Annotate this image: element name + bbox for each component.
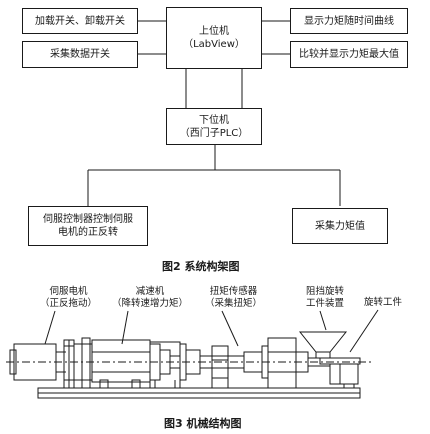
host-computer-box: 上位机 （LabView）: [166, 7, 262, 69]
torque-collect-label: 采集力矩值: [315, 220, 365, 232]
fig3-caption: 图3 机械结构图: [164, 417, 242, 430]
load-unload-switch-box: 加载开关、卸载开关: [22, 8, 138, 34]
reducer-label: 减速机 （降转速增力矩）: [112, 286, 188, 310]
torque-sensor-label: 扭矩传感器 （采集扭矩）: [205, 286, 262, 310]
load-unload-switch-label: 加载开关、卸载开关: [35, 15, 125, 27]
workpiece-leader-line: [349, 309, 379, 353]
servo-leader-line: [44, 310, 56, 345]
reducer-leader-line: [121, 310, 129, 345]
servo-controller-line2: 电机的正反转: [58, 227, 118, 238]
stopper-line1: 阻挡旋转: [306, 286, 345, 297]
max-torque-box: 比较并显示力矩最大值: [290, 41, 408, 68]
host-computer-subtitle: （LabView）: [183, 39, 245, 50]
servo-controller-line1: 伺服控制器控制伺服: [43, 214, 133, 225]
plc-title: 下位机: [199, 114, 229, 126]
torque-collect-box: 采集力矩值: [292, 208, 388, 244]
servo-motor-label: 伺服电机 （正反拖动）: [40, 286, 97, 310]
collect-data-switch-label: 采集数据开关: [50, 49, 110, 60]
hopper-stopper: [298, 331, 348, 353]
servo-motor-line1: 伺服电机: [49, 286, 88, 297]
collect-data-switch-box: 采集数据开关: [22, 41, 138, 68]
max-torque-label: 比较并显示力矩最大值: [299, 49, 399, 60]
reducer-line2: （降转速增力矩）: [112, 298, 189, 309]
curve-display-box: 显示力矩随时间曲线: [290, 8, 408, 34]
servo-controller-box: 伺服控制器控制伺服 电机的正反转: [28, 206, 148, 246]
fig2-caption: 图2 系统构架图: [162, 260, 240, 273]
sensor-support: [267, 337, 297, 389]
reducer-body: [91, 339, 151, 383]
host-computer-title: 上位机: [199, 26, 229, 37]
stopper-line2: 工件装置: [306, 298, 345, 309]
workpiece-disc: [319, 357, 361, 365]
stopper-label: 阻挡旋转 工件装置: [306, 286, 344, 310]
curve-display-label: 显示力矩随时间曲线: [304, 15, 394, 27]
sensor-leader-line: [221, 310, 239, 347]
reducer-line1: 减速机: [135, 286, 165, 297]
plc-subtitle: （西门子PLC）: [179, 127, 249, 139]
servo-motor-line2: （正反拖动）: [40, 298, 98, 309]
torque-sensor-line1: 扭矩传感器: [209, 286, 258, 297]
stopper-leader-line: [319, 310, 327, 331]
workpiece-label: 旋转工件: [364, 297, 403, 308]
torque-sensor-line2: （采集扭矩）: [205, 298, 263, 309]
plc-box: 下位机 （西门子PLC）: [166, 108, 262, 145]
